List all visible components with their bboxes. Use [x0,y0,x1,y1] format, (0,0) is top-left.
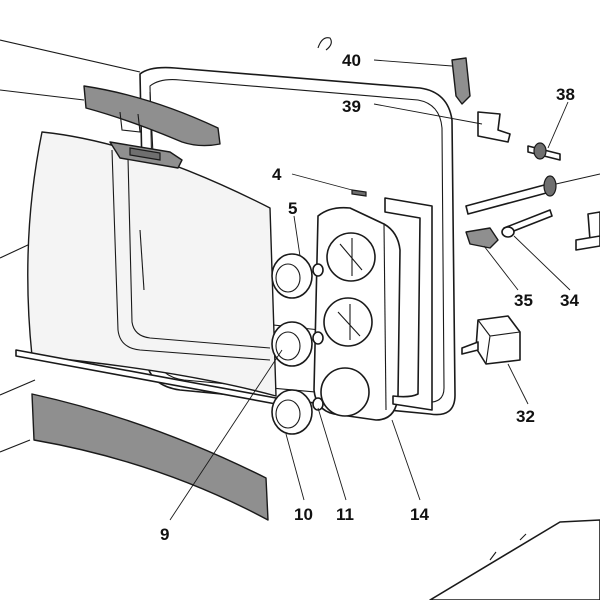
bottom-handle [31,393,269,521]
clip-part-35 [465,227,499,249]
control-panel-hole-bottom [320,367,370,417]
part-label-34: 34 [560,291,579,310]
door-hinge-bracket [109,141,183,169]
bracket-part-39 [477,111,511,143]
top-handle [0,85,221,147]
part-label-4: 4 [272,165,282,184]
knob-middle [271,321,324,367]
part-label-40: 40 [342,51,361,70]
part-label-32: 32 [516,407,535,426]
switch-part-40 [451,57,471,105]
knob-bottom [271,389,324,435]
knob-top [271,253,324,299]
part-label-11: 11 [336,505,354,524]
control-panel-hole-middle [323,297,373,347]
probe-part-34 [501,209,553,238]
part-label-38: 38 [556,85,575,104]
panel-gasket [384,197,433,411]
gear-shaft [465,173,600,215]
control-panel [313,206,401,421]
top-hook [317,37,332,51]
part-label-9: 9 [160,525,169,544]
part-label-14: 14 [410,505,429,524]
leader-lines [169,59,571,521]
part-label-39: 39 [342,97,361,116]
part-label-5: 5 [288,199,297,218]
part-label-10: 10 [294,505,313,524]
glass-door [27,131,277,397]
screw [351,189,367,197]
right-edge-parts [429,211,600,600]
part-label-35: 35 [514,291,533,310]
switch-part-32 [461,315,521,365]
shaft-part-38 [527,142,561,161]
